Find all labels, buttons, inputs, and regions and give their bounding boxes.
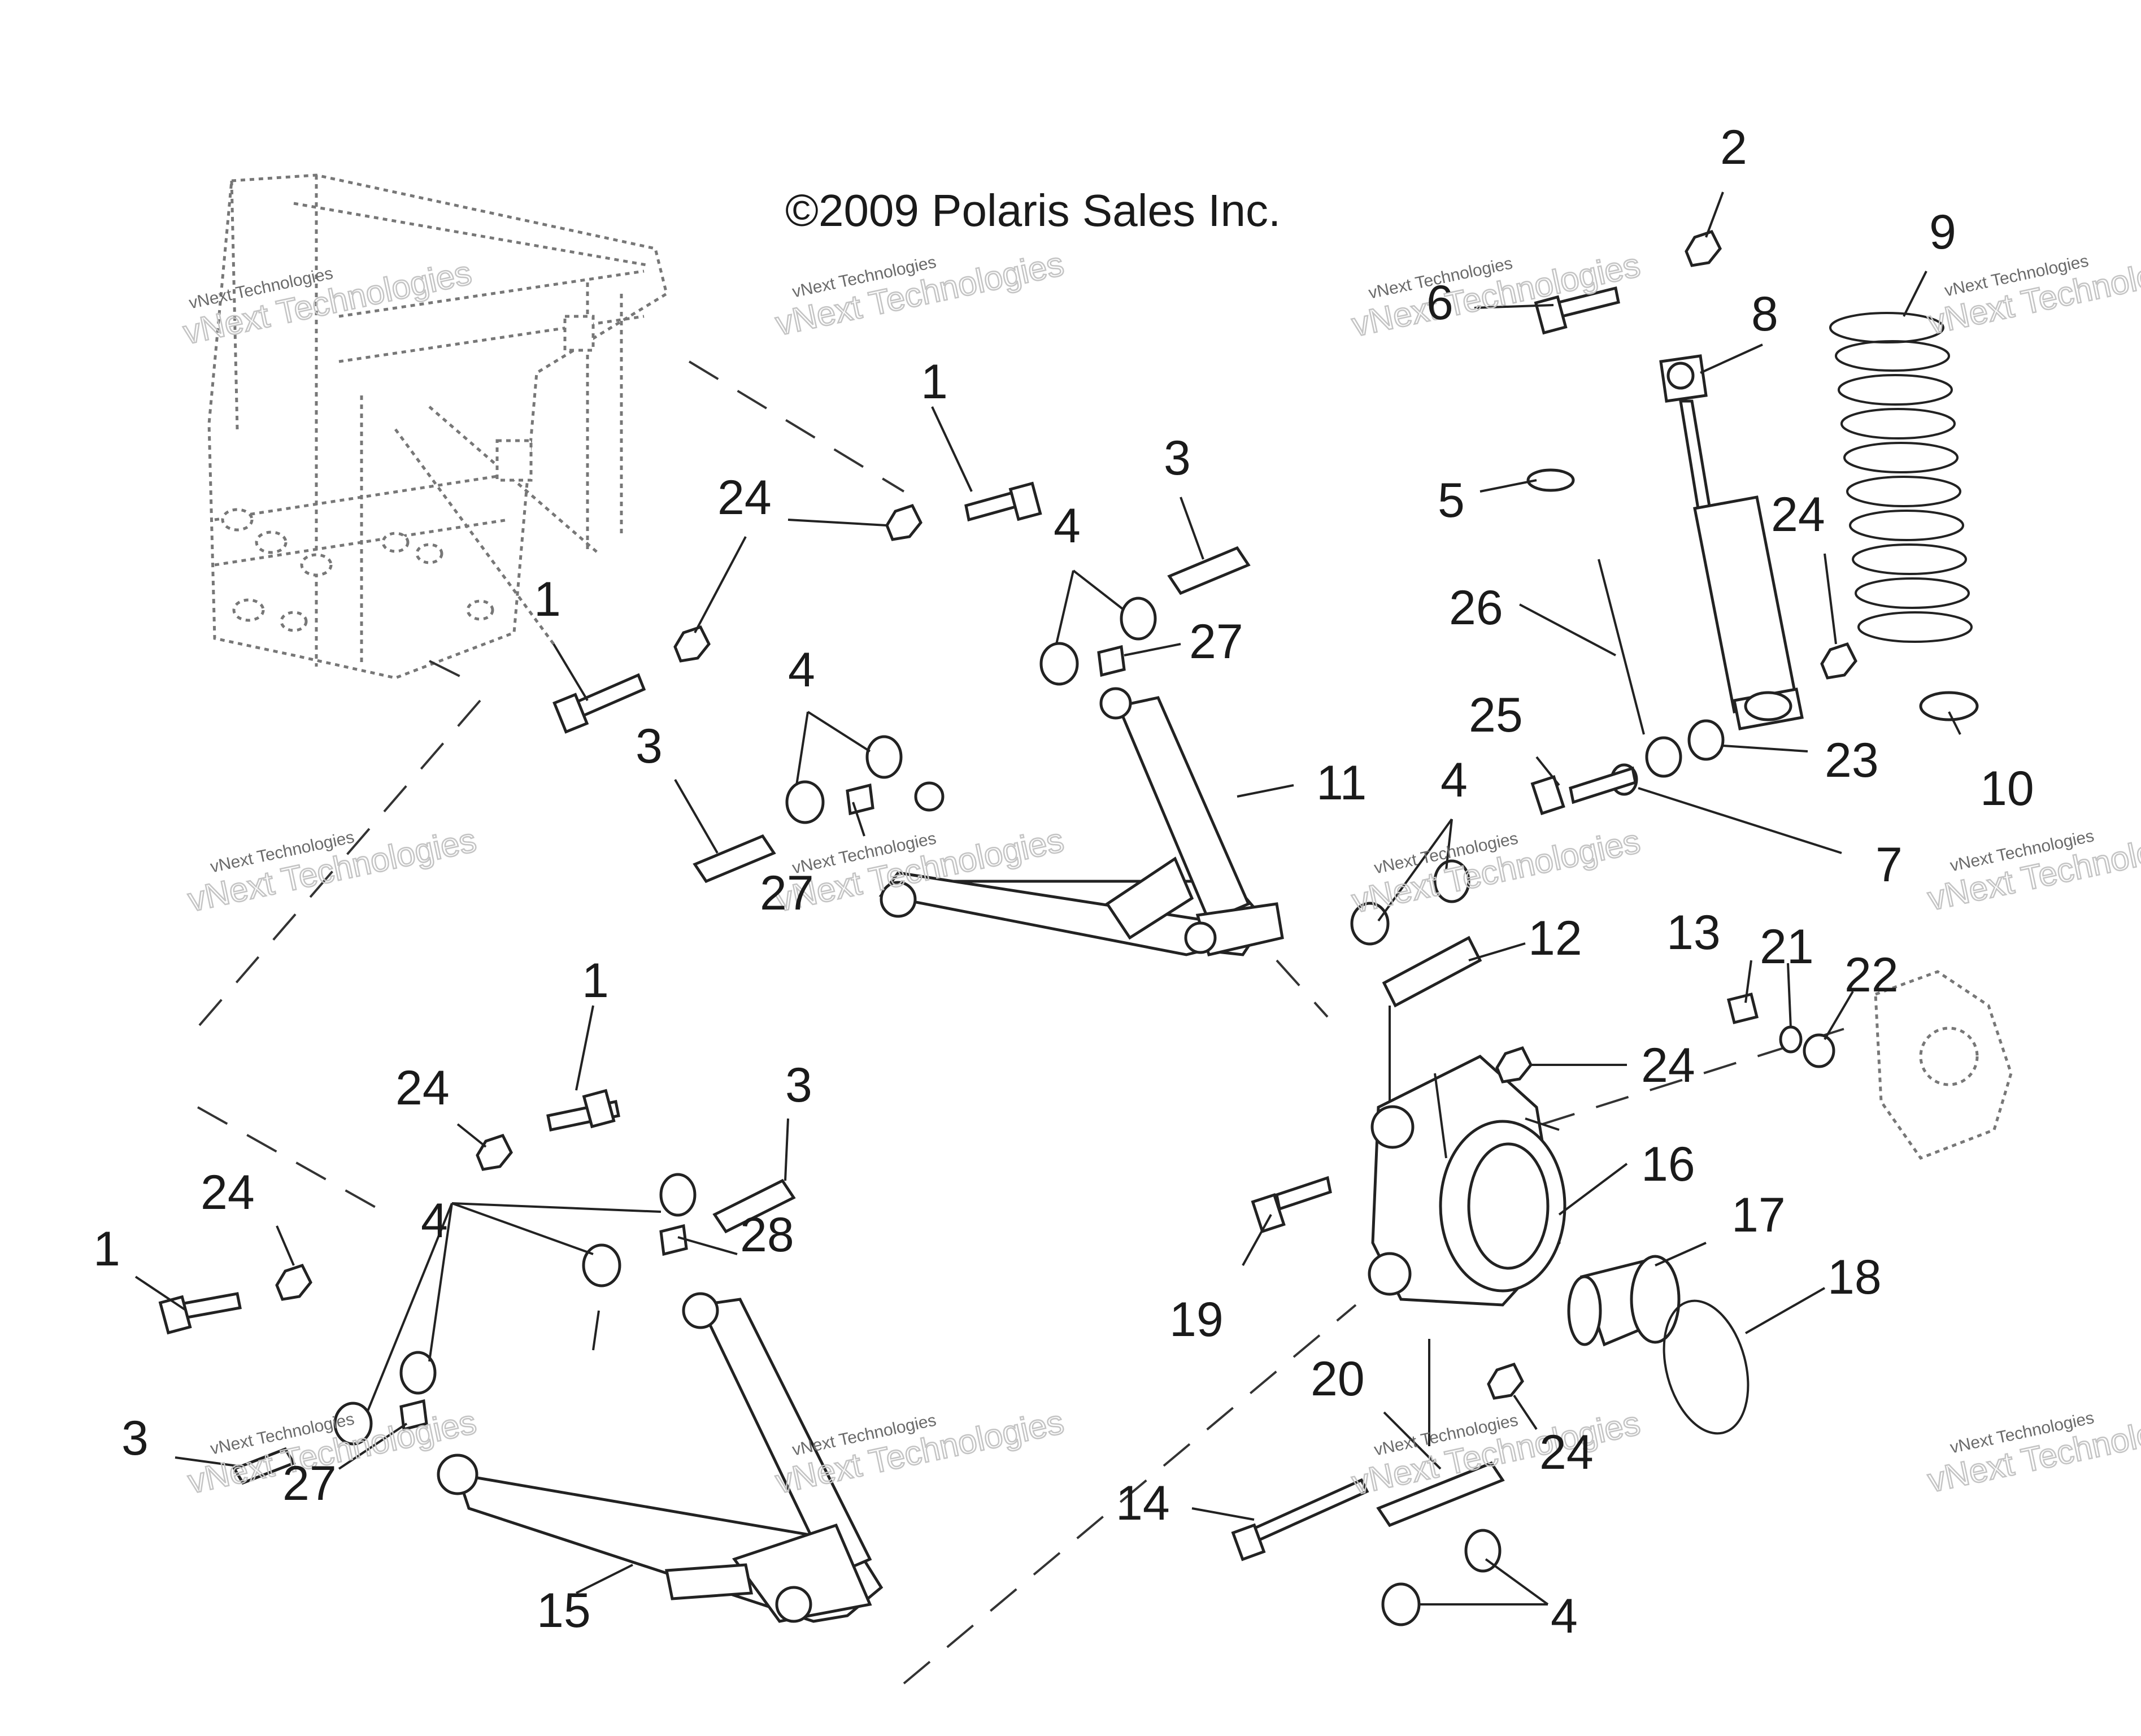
hardware-parts: [158, 229, 1979, 1626]
callout-26: 26: [1449, 581, 1503, 635]
callout-2: 2: [1720, 120, 1747, 175]
wheel-bearing: [1567, 1255, 1681, 1347]
callout-23: 23: [1825, 733, 1879, 787]
callout-labels: 1 1 1 1 2 3 3 3 3 4 4 4 4 4 5 6 7 8 9 10…: [93, 120, 2034, 1643]
callout-4: 4: [1054, 499, 1081, 553]
callout-20: 20: [1311, 1352, 1365, 1406]
coil-spring: [1829, 312, 1973, 643]
callout-18: 18: [1827, 1250, 1882, 1304]
callout-12: 12: [1528, 911, 1582, 965]
callout-13: 13: [1666, 906, 1721, 960]
callout-24: 24: [717, 471, 772, 525]
callout-4: 4: [1551, 1589, 1578, 1643]
callout-15: 15: [537, 1583, 591, 1638]
callout-17: 17: [1731, 1188, 1786, 1242]
callout-1: 1: [93, 1222, 120, 1276]
brake-caliper: [1874, 970, 2013, 1160]
callout-5: 5: [1438, 473, 1465, 528]
callout-9: 9: [1929, 205, 1956, 259]
callout-11: 11: [1316, 756, 1367, 810]
callout-24: 24: [201, 1165, 255, 1220]
lower-a-arm: [437, 1292, 884, 1623]
callout-4: 4: [421, 1194, 448, 1248]
callout-21: 21: [1760, 920, 1814, 974]
callout-3: 3: [785, 1058, 812, 1112]
knuckle-hub: [1368, 1055, 1566, 1307]
callout-1: 1: [534, 572, 561, 626]
snap-ring: [1663, 1299, 1750, 1435]
callout-24: 24: [1641, 1038, 1695, 1093]
callout-1: 1: [921, 355, 948, 409]
callout-19: 19: [1169, 1293, 1224, 1347]
callout-1: 1: [582, 954, 609, 1008]
callout-28: 28: [740, 1208, 794, 1262]
callout-27: 27: [760, 866, 814, 920]
callout-22: 22: [1844, 948, 1899, 1002]
callout-24: 24: [1771, 488, 1825, 542]
callout-16: 16: [1641, 1137, 1695, 1191]
shock-absorber: [1659, 354, 1804, 730]
callout-7: 7: [1875, 838, 1903, 892]
callout-4: 4: [788, 643, 815, 697]
callout-14: 14: [1116, 1476, 1170, 1530]
callout-3: 3: [121, 1411, 149, 1465]
vehicle-frame: [207, 173, 668, 680]
callout-27: 27: [1189, 615, 1243, 669]
callout-3: 3: [636, 719, 663, 773]
leader-lines: [134, 192, 1961, 1606]
callout-8: 8: [1751, 287, 1778, 341]
callout-24: 24: [395, 1061, 450, 1115]
callout-24: 24: [1539, 1425, 1594, 1480]
callout-25: 25: [1469, 688, 1523, 742]
callout-3: 3: [1164, 431, 1191, 485]
upper-a-arm: [878, 687, 1284, 956]
callout-4: 4: [1441, 753, 1468, 807]
callout-6: 6: [1426, 276, 1454, 330]
callout-27: 27: [282, 1456, 337, 1511]
callout-10: 10: [1980, 762, 2034, 816]
copyright-notice: ©2009 Polaris Sales Inc.: [785, 185, 1281, 236]
